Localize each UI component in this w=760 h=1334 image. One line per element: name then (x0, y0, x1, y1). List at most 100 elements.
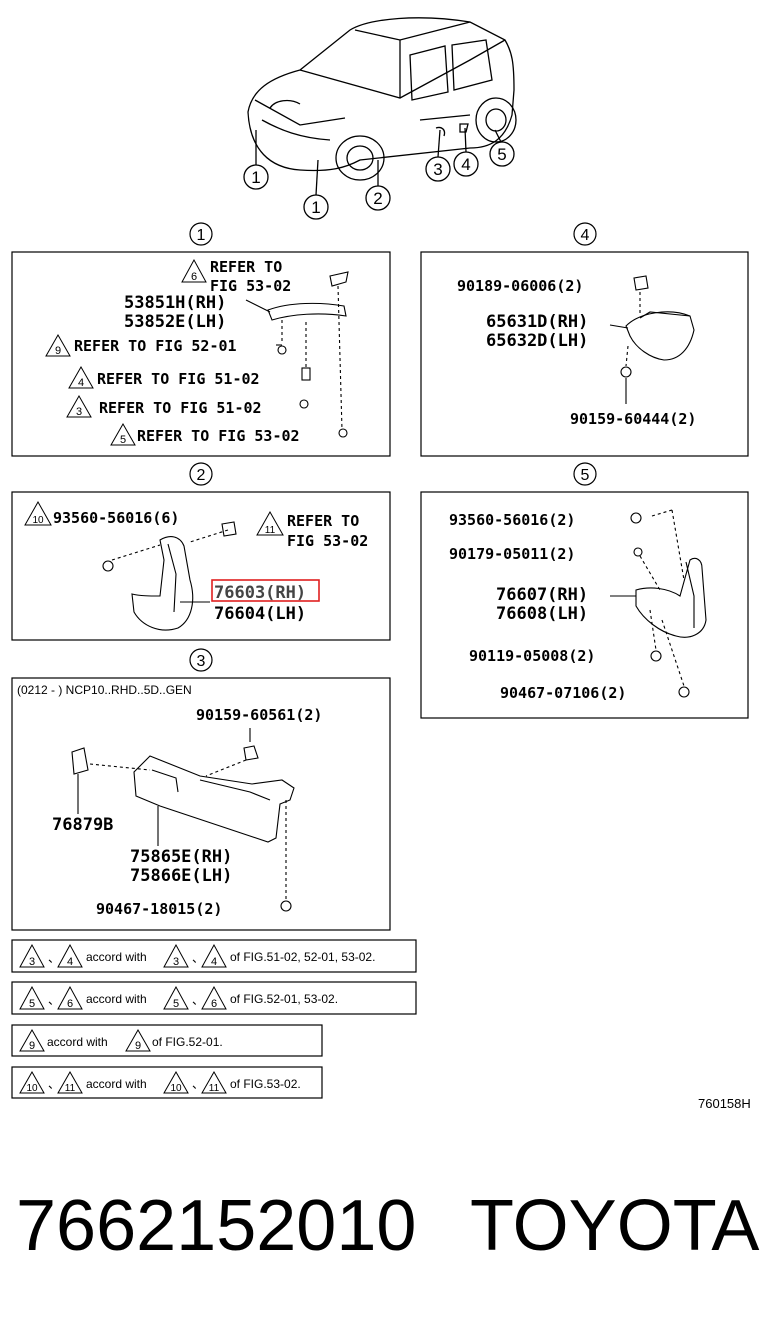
footer-brand: TOYOTA (470, 1186, 760, 1266)
section-1-note-4: 4 REFER TO FIG 51-02 (68, 365, 260, 389)
svg-text:5: 5 (29, 998, 35, 1010)
section-3-drawing (71, 728, 295, 912)
part-76608-lh: 76608(LH) (496, 604, 588, 624)
section-2-drawing (102, 521, 237, 631)
section-3-box (11, 677, 391, 931)
svg-text:11: 11 (209, 1083, 220, 1094)
svg-text:of FIG.52-01, 53-02.: of FIG.52-01, 53-02. (230, 992, 338, 1006)
part-90159-60444: 90159-60444(2) (570, 410, 696, 428)
part-76603-rh: 76603(RH) (214, 583, 306, 603)
section-2-marker: 2 (189, 462, 213, 486)
svg-text:2: 2 (197, 467, 206, 484)
svg-text:3: 3 (173, 956, 179, 968)
section-5-drawing (610, 509, 707, 698)
section-1-note-6: 6 REFER TO FIG 53-02 (181, 258, 291, 295)
svg-text:1: 1 (311, 198, 320, 217)
section-1-marker: 1 (189, 222, 213, 246)
overview-callout-1a: 1 (243, 164, 269, 190)
part-76604-lh: 76604(LH) (214, 604, 306, 624)
section-1-note-9: 9 REFER TO FIG 52-01 (45, 333, 237, 357)
svg-text:11: 11 (265, 525, 276, 536)
footer-part-number: 7662152010 (16, 1186, 417, 1266)
svg-text:9: 9 (135, 1040, 141, 1052)
part-65632d-lh: 65632D(LH) (486, 331, 588, 351)
part-93560-56016-2: 93560-56016(2) (449, 511, 575, 529)
svg-text:of FIG.52-01.: of FIG.52-01. (152, 1035, 223, 1049)
svg-text:accord with: accord with (86, 1077, 147, 1091)
section-4-marker: 4 (573, 222, 597, 246)
svg-text:、: 、 (48, 993, 60, 1007)
svg-text:、: 、 (192, 993, 204, 1007)
note-row-3: 9 accord with 9 of FIG.52-01. (11, 1024, 323, 1057)
overview-callout-1b: 1 (303, 194, 329, 220)
svg-text:4: 4 (461, 155, 470, 174)
part-90467-07106: 90467-07106(2) (500, 684, 626, 702)
section-3-marker: 3 (189, 648, 213, 672)
svg-text:10: 10 (26, 1083, 38, 1094)
svg-text:4: 4 (211, 956, 217, 968)
svg-text:4: 4 (78, 377, 84, 389)
svg-text:REFER TO FIG 53-02: REFER TO FIG 53-02 (137, 427, 300, 445)
svg-text:6: 6 (211, 998, 217, 1010)
highlight-box-76603 (211, 579, 320, 602)
overview-callout-5: 5 (489, 141, 515, 167)
svg-text:3: 3 (433, 160, 442, 179)
svg-text:6: 6 (67, 998, 73, 1010)
section-1-drawing (245, 271, 349, 438)
overview-callout-3: 3 (425, 156, 451, 182)
svg-text:REFER TO: REFER TO (287, 512, 359, 530)
part-76607-rh: 76607(RH) (496, 585, 588, 605)
svg-text:accord with: accord with (86, 950, 147, 964)
svg-text:5: 5 (173, 998, 179, 1010)
part-90119-05008: 90119-05008(2) (469, 647, 595, 665)
svg-text:9: 9 (55, 345, 61, 357)
svg-text:3: 3 (76, 406, 82, 418)
diagram-code: 760158H (698, 1096, 751, 1111)
svg-text:10: 10 (170, 1083, 182, 1094)
svg-text:REFER TO FIG 52-01: REFER TO FIG 52-01 (74, 337, 237, 355)
section-3-header: (0212 - ) NCP10..RHD..5D..GEN (17, 683, 192, 697)
overview-callout-4: 4 (453, 151, 479, 177)
part-53851h-rh: 53851H(RH) (124, 293, 226, 313)
svg-text:93560-56016(6): 93560-56016(6) (53, 509, 179, 527)
svg-text:、: 、 (48, 1077, 60, 1091)
svg-text:accord with: accord with (47, 1035, 108, 1049)
svg-text:3: 3 (197, 653, 206, 670)
part-65631d-rh: 65631D(RH) (486, 312, 588, 332)
note-row-2: 5 、 6 accord with 5 、 6 of FIG.52-01, 53… (11, 981, 417, 1015)
part-90179-05011: 90179-05011(2) (449, 545, 575, 563)
svg-text:1: 1 (251, 168, 260, 187)
section-1-note-3: 3 REFER TO FIG 51-02 (66, 394, 262, 418)
section-4-drawing (609, 275, 695, 404)
svg-text:of FIG.53-02.: of FIG.53-02. (230, 1077, 301, 1091)
svg-text:3: 3 (29, 956, 35, 968)
section-2-note-11: 11 REFER TO FIG 53-02 (256, 510, 368, 550)
svg-text:4: 4 (67, 956, 73, 968)
svg-text:of FIG.51-02, 52-01, 53-02.: of FIG.51-02, 52-01, 53-02. (230, 950, 375, 964)
part-90159-60561: 90159-60561(2) (196, 706, 322, 724)
section-2-note-10: 10 93560-56016(6) (24, 500, 179, 527)
svg-text:、: 、 (192, 951, 204, 965)
section-5-marker: 5 (573, 462, 597, 486)
parts-diagram: 1 1 2 3 4 5 1 6 REFER T (11, 17, 751, 1111)
note-row-1: 3 、 4 accord with 3 、 4 of FIG.51-02, 52… (11, 939, 417, 973)
svg-text:1: 1 (197, 227, 206, 244)
svg-text:FIG 53-02: FIG 53-02 (287, 532, 368, 550)
svg-text:5: 5 (120, 434, 126, 446)
section-1-box (11, 251, 391, 457)
svg-text:、: 、 (192, 1077, 204, 1091)
svg-text:10: 10 (32, 515, 44, 526)
note-row-4: 10 、 11 accord with 10 、 11 of FIG.53-02… (11, 1066, 323, 1099)
car-overview (247, 17, 517, 196)
svg-text:REFER TO: REFER TO (210, 258, 282, 276)
overview-callout-2: 2 (365, 185, 391, 211)
svg-text:6: 6 (191, 271, 197, 283)
part-90467-18015: 90467-18015(2) (96, 900, 222, 918)
section-2-box (11, 491, 391, 641)
part-76879b: 76879B (52, 815, 113, 835)
part-53852e-lh: 53852E(LH) (124, 312, 226, 332)
svg-text:2: 2 (373, 189, 382, 208)
section-1-note-5: 5 REFER TO FIG 53-02 (110, 422, 300, 446)
part-90189-06006: 90189-06006(2) (457, 277, 583, 295)
svg-text:11: 11 (65, 1083, 76, 1094)
